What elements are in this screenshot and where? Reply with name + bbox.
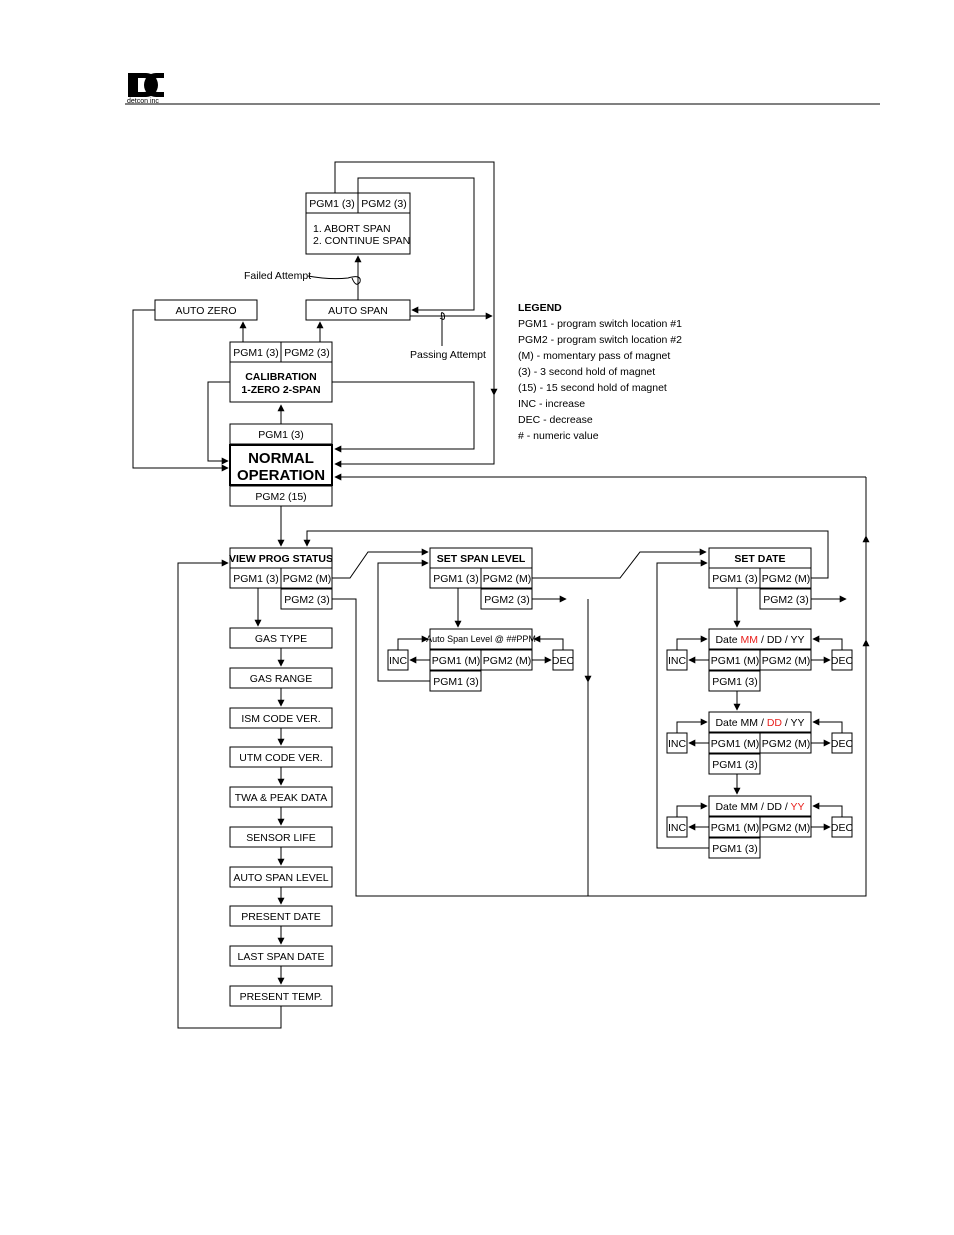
set-span-level-box: SET SPAN LEVEL PGM1 (3) PGM2 (M) PGM2 (3…: [429, 547, 533, 610]
svg-text:Date MM / DD / YY: Date MM / DD / YY: [715, 717, 804, 729]
view-pgm1-label: PGM1 (3): [233, 573, 279, 585]
status-item: GAS TYPE: [255, 633, 307, 645]
day-inc-label: INC: [668, 738, 687, 750]
auto-span-level-editor: Auto Span Level @ ##PPM PGM1 (M) PGM2 (M…: [387, 628, 575, 692]
year-pgm1m-label: PGM1 (M): [711, 822, 759, 834]
set-date-box: SET DATE PGM1 (3) PGM2 (M) PGM2 (3): [708, 547, 812, 610]
status-item: ISM CODE VER.: [241, 713, 320, 725]
calibration-options: 1-ZERO 2-SPAN: [241, 384, 320, 396]
normal-title-2: OPERATION: [237, 467, 325, 484]
span-pgm2m-b-label: PGM2 (M): [483, 655, 531, 667]
normal-operation-box: PGM1 (3) NORMAL OPERATION PGM2 (15): [229, 423, 333, 507]
day-pgm2m-label: PGM2 (M): [762, 738, 810, 750]
span-title: SET SPAN LEVEL: [437, 553, 526, 565]
auto-zero-box: AUTO ZERO: [154, 299, 258, 321]
status-item: AUTO SPAN LEVEL: [233, 872, 328, 884]
status-item: LAST SPAN DATE: [238, 951, 325, 963]
status-item: UTM CODE VER.: [239, 752, 322, 764]
date-yy: YY: [791, 634, 805, 646]
legend-item: (15) - 15 second hold of magnet: [518, 382, 667, 394]
top-pgm2-label: PGM2 (3): [361, 198, 407, 210]
date-mm-highlight: MM: [741, 634, 759, 646]
abort-span-option: 1. ABORT SPAN: [313, 223, 391, 235]
date-title: SET DATE: [734, 553, 785, 565]
normal-pgm1-label: PGM1 (3): [258, 429, 304, 441]
auto-span-label: AUTO SPAN: [328, 305, 388, 317]
year-inc-label: INC: [668, 822, 687, 834]
month-pgm1m-label: PGM1 (M): [711, 655, 759, 667]
legend-item: DEC - decrease: [518, 414, 593, 426]
svg-text:Date MM / DD / YY: Date MM / DD / YY: [715, 634, 804, 646]
span-pgm2-label: PGM2 (3): [484, 594, 530, 606]
svg-text:Date MM / DD / YY: Date MM / DD / YY: [715, 801, 804, 813]
normal-title-1: NORMAL: [248, 450, 314, 467]
date-label: Date: [715, 634, 737, 646]
span-pgm2m-label: PGM2 (M): [483, 573, 531, 585]
calibration-title: CALIBRATION: [245, 371, 317, 383]
day-dec-label: DEC: [831, 738, 854, 750]
span-pgm1m-label: PGM1 (M): [432, 655, 480, 667]
status-item: PRESENT TEMP.: [240, 991, 323, 1003]
year-pgm2m-label: PGM2 (M): [762, 822, 810, 834]
date-pgm2m-label: PGM2 (M): [762, 573, 810, 585]
day-pgm1m-label: PGM1 (M): [711, 738, 759, 750]
legend-item: (3) - 3 second hold of magnet: [518, 366, 655, 378]
status-item: TWA & PEAK DATA: [235, 792, 328, 804]
status-list: GAS TYPE GAS RANGE ISM CODE VER. UTM COD…: [229, 627, 333, 1007]
failed-attempt-label: Failed Attempt: [244, 270, 311, 282]
month-inc-label: INC: [668, 655, 687, 667]
year-pgm1-label: PGM1 (3): [712, 843, 758, 855]
span-inc-label: INC: [389, 655, 408, 667]
auto-span-box: AUTO SPAN: [305, 299, 411, 321]
month-pgm1-label: PGM1 (3): [712, 676, 758, 688]
cal-pgm2-label: PGM2 (3): [284, 347, 330, 359]
span-level-label: Auto Span Level @ ##PPM: [426, 634, 536, 644]
view-title: VIEW PROG STATUS: [229, 553, 333, 565]
legend: LEGEND PGM1 - program switch location #1…: [518, 302, 682, 442]
calibration-box: PGM1 (3) PGM2 (3) CALIBRATION 1-ZERO 2-S…: [229, 341, 333, 403]
failed-attempt-pointer: [307, 275, 361, 285]
legend-item: (M) - momentary pass of magnet: [518, 350, 670, 362]
span-pgm1-label: PGM1 (3): [433, 573, 479, 585]
passing-attempt-pointer: [439, 312, 445, 346]
normal-pgm2-label: PGM2 (15): [255, 491, 306, 503]
view-pgm2m-label: PGM2 (M): [283, 573, 331, 585]
auto-zero-label: AUTO ZERO: [175, 305, 236, 317]
year-dec-label: DEC: [831, 822, 854, 834]
top-pgm1-label: PGM1 (3): [309, 198, 355, 210]
span-dec-label: DEC: [552, 655, 575, 667]
legend-title: LEGEND: [518, 302, 562, 314]
status-list-connectors: [177, 559, 285, 1029]
date-editor-year: Date MM / DD / YY PGM1 (M) PGM2 (M) PGM1…: [666, 795, 854, 859]
legend-item: PGM1 - program switch location #1: [518, 318, 682, 330]
cal-pgm1-label: PGM1 (3): [233, 347, 279, 359]
legend-item: # - numeric value: [518, 430, 599, 442]
status-item: SENSOR LIFE: [246, 832, 315, 844]
view-pgm2-label: PGM2 (3): [284, 594, 330, 606]
date-yy-highlight: YY: [791, 801, 805, 813]
date-pgm1-label: PGM1 (3): [712, 573, 758, 585]
abort-continue-box: PGM1 (3) PGM2 (3) 1. ABORT SPAN 2. CONTI…: [305, 192, 411, 255]
date-editor-month: Date MM / DD / YY PGM1 (M) PGM2 (M) PGM1…: [666, 628, 854, 692]
legend-item: PGM2 - program switch location #2: [518, 334, 682, 346]
date-dd: DD: [767, 634, 783, 646]
status-item: GAS RANGE: [250, 673, 312, 685]
company-name: detcon inc: [127, 98, 159, 105]
passing-attempt-label: Passing Attempt: [410, 349, 486, 361]
top-connectors: [132, 161, 866, 547]
continue-span-option: 2. CONTINUE SPAN: [313, 235, 410, 247]
detcon-logo: detcon inc: [127, 73, 164, 105]
legend-item: INC - increase: [518, 398, 585, 410]
month-pgm2m-label: PGM2 (M): [762, 655, 810, 667]
view-prog-status-box: VIEW PROG STATUS PGM1 (3) PGM2 (M) PGM2 …: [229, 547, 333, 610]
span-pgm1-b-label: PGM1 (3): [433, 676, 479, 688]
month-dec-label: DEC: [831, 655, 854, 667]
date-connectors: [656, 477, 870, 896]
date-dd-highlight: DD: [767, 717, 783, 729]
date-editor-day: Date MM / DD / YY PGM1 (M) PGM2 (M) PGM1…: [666, 711, 854, 775]
day-pgm1-label: PGM1 (3): [712, 759, 758, 771]
date-pgm2-label: PGM2 (3): [763, 594, 809, 606]
status-item: PRESENT DATE: [241, 911, 321, 923]
